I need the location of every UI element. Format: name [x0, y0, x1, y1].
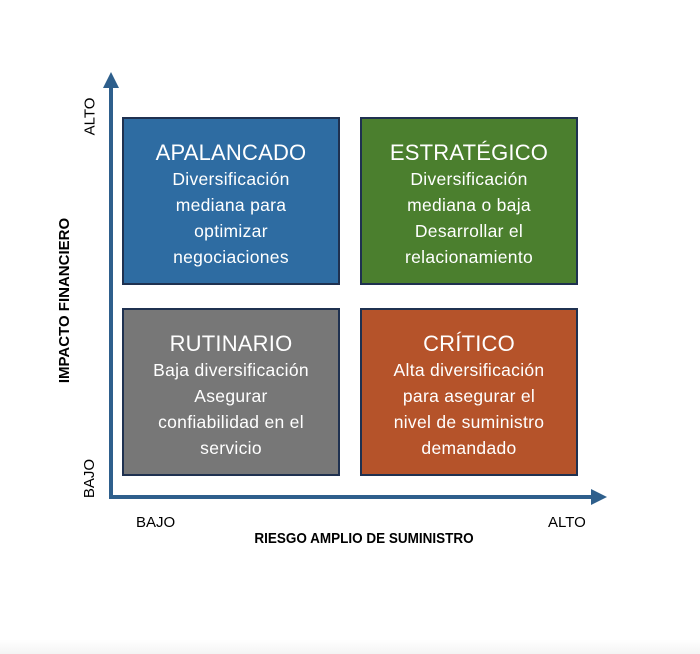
- quadrant-line: servicio: [200, 438, 262, 458]
- quadrant-line: Baja diversificación: [153, 360, 309, 380]
- quadrant-line: confiabilidad en el: [158, 412, 304, 432]
- quadrant-line: relacionamiento: [404, 247, 534, 267]
- y-axis-low-text: BAJO: [81, 458, 99, 498]
- y-axis-high-text: ALTO: [81, 97, 99, 135]
- quadrant-line: mediana o baja: [407, 195, 531, 215]
- quadrant-line: Alta diversificación: [393, 360, 545, 380]
- y-axis-arrow-icon: [103, 72, 119, 88]
- y-axis-title: IMPACTO FINANCIERO: [52, 200, 78, 400]
- quadrant-estrategico: ESTRATÉGICO Diversificación mediana o ba…: [360, 117, 578, 285]
- quadrant-title: CRÍTICO: [423, 331, 515, 356]
- quadrant-line: negociaciones: [173, 247, 289, 267]
- x-axis-title: RIESGO AMPLIO DE SUMINISTRO: [254, 530, 474, 547]
- x-axis-high-label: ALTO: [548, 514, 586, 531]
- quadrant-line: optimizar: [194, 221, 268, 241]
- quadrant-line: demandado: [421, 438, 517, 458]
- y-axis-low-label: BAJO: [78, 458, 102, 498]
- quadrant-title: APALANCADO: [155, 140, 307, 165]
- x-axis-arrow-icon: [591, 489, 607, 505]
- y-axis-high-label: ALTO: [78, 96, 102, 136]
- x-axis-low-label: BAJO: [136, 514, 176, 531]
- quadrant-line: Asegurar: [194, 386, 268, 406]
- quadrant-line: nivel de suministro: [393, 412, 545, 432]
- quadrant-line: Diversificación: [172, 169, 290, 189]
- bottom-edge: [0, 640, 700, 654]
- quadrant-title: RUTINARIO: [169, 331, 293, 356]
- quadrant-line: Diversificación: [410, 169, 528, 189]
- quadrant-apalancado: APALANCADO Diversificación mediana para …: [122, 117, 340, 285]
- quadrant-line: mediana para: [175, 195, 287, 215]
- quadrant-critico: CRÍTICO Alta diversificación para asegur…: [360, 308, 578, 476]
- quadrant-line: para asegurar el: [402, 386, 536, 406]
- quadrant-line: Desarrollar el: [414, 221, 524, 241]
- quadrant-title: ESTRATÉGICO: [389, 140, 549, 165]
- y-axis-title-text: IMPACTO FINANCIERO: [56, 217, 74, 383]
- quadrant-rutinario: RUTINARIO Baja diversificación Asegurar …: [122, 308, 340, 476]
